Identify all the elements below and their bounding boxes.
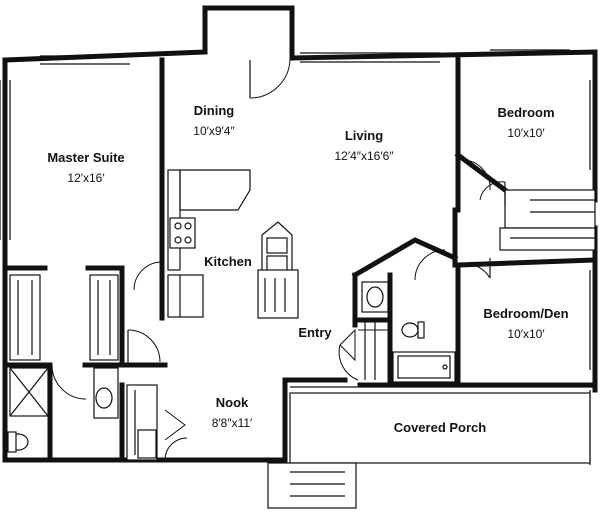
- dining-label: Dining: [194, 103, 234, 118]
- dining-size: 10′x9′4″: [193, 124, 235, 138]
- bedroom-label: Bedroom: [497, 105, 554, 120]
- nook-fixtures: [126, 329, 188, 461]
- kitchen-label: Kitchen: [204, 254, 252, 269]
- hall-doors: [338, 249, 491, 381]
- entry-label: Entry: [298, 325, 332, 340]
- interior-walls: [2, 207, 598, 463]
- windows: [0, 49, 591, 370]
- bedroom-size: 10′x10′: [507, 126, 545, 140]
- living-label: Living: [345, 128, 383, 143]
- hall-bath-fixtures: [361, 281, 456, 383]
- master-suite-label: Master Suite: [47, 150, 124, 165]
- covered-porch-label: Covered Porch: [394, 420, 487, 435]
- living-size: 12′4″x16′6″: [334, 149, 394, 163]
- bedroom-den-label: Bedroom/Den: [483, 306, 568, 321]
- nook-size: 8′8″x11′: [212, 416, 253, 430]
- nook-label: Nook: [216, 395, 249, 410]
- master-bath-fixtures: [7, 274, 119, 453]
- master-suite-size: 12′x16′: [67, 171, 105, 185]
- kitchen-fixtures: [133, 169, 299, 319]
- bedroom-den-size: 10′x10′: [507, 327, 545, 341]
- dining-door: [249, 59, 291, 99]
- exterior-walls: [2, 5, 598, 463]
- bedroom-closet: [461, 159, 596, 251]
- covered-porch: [267, 386, 595, 509]
